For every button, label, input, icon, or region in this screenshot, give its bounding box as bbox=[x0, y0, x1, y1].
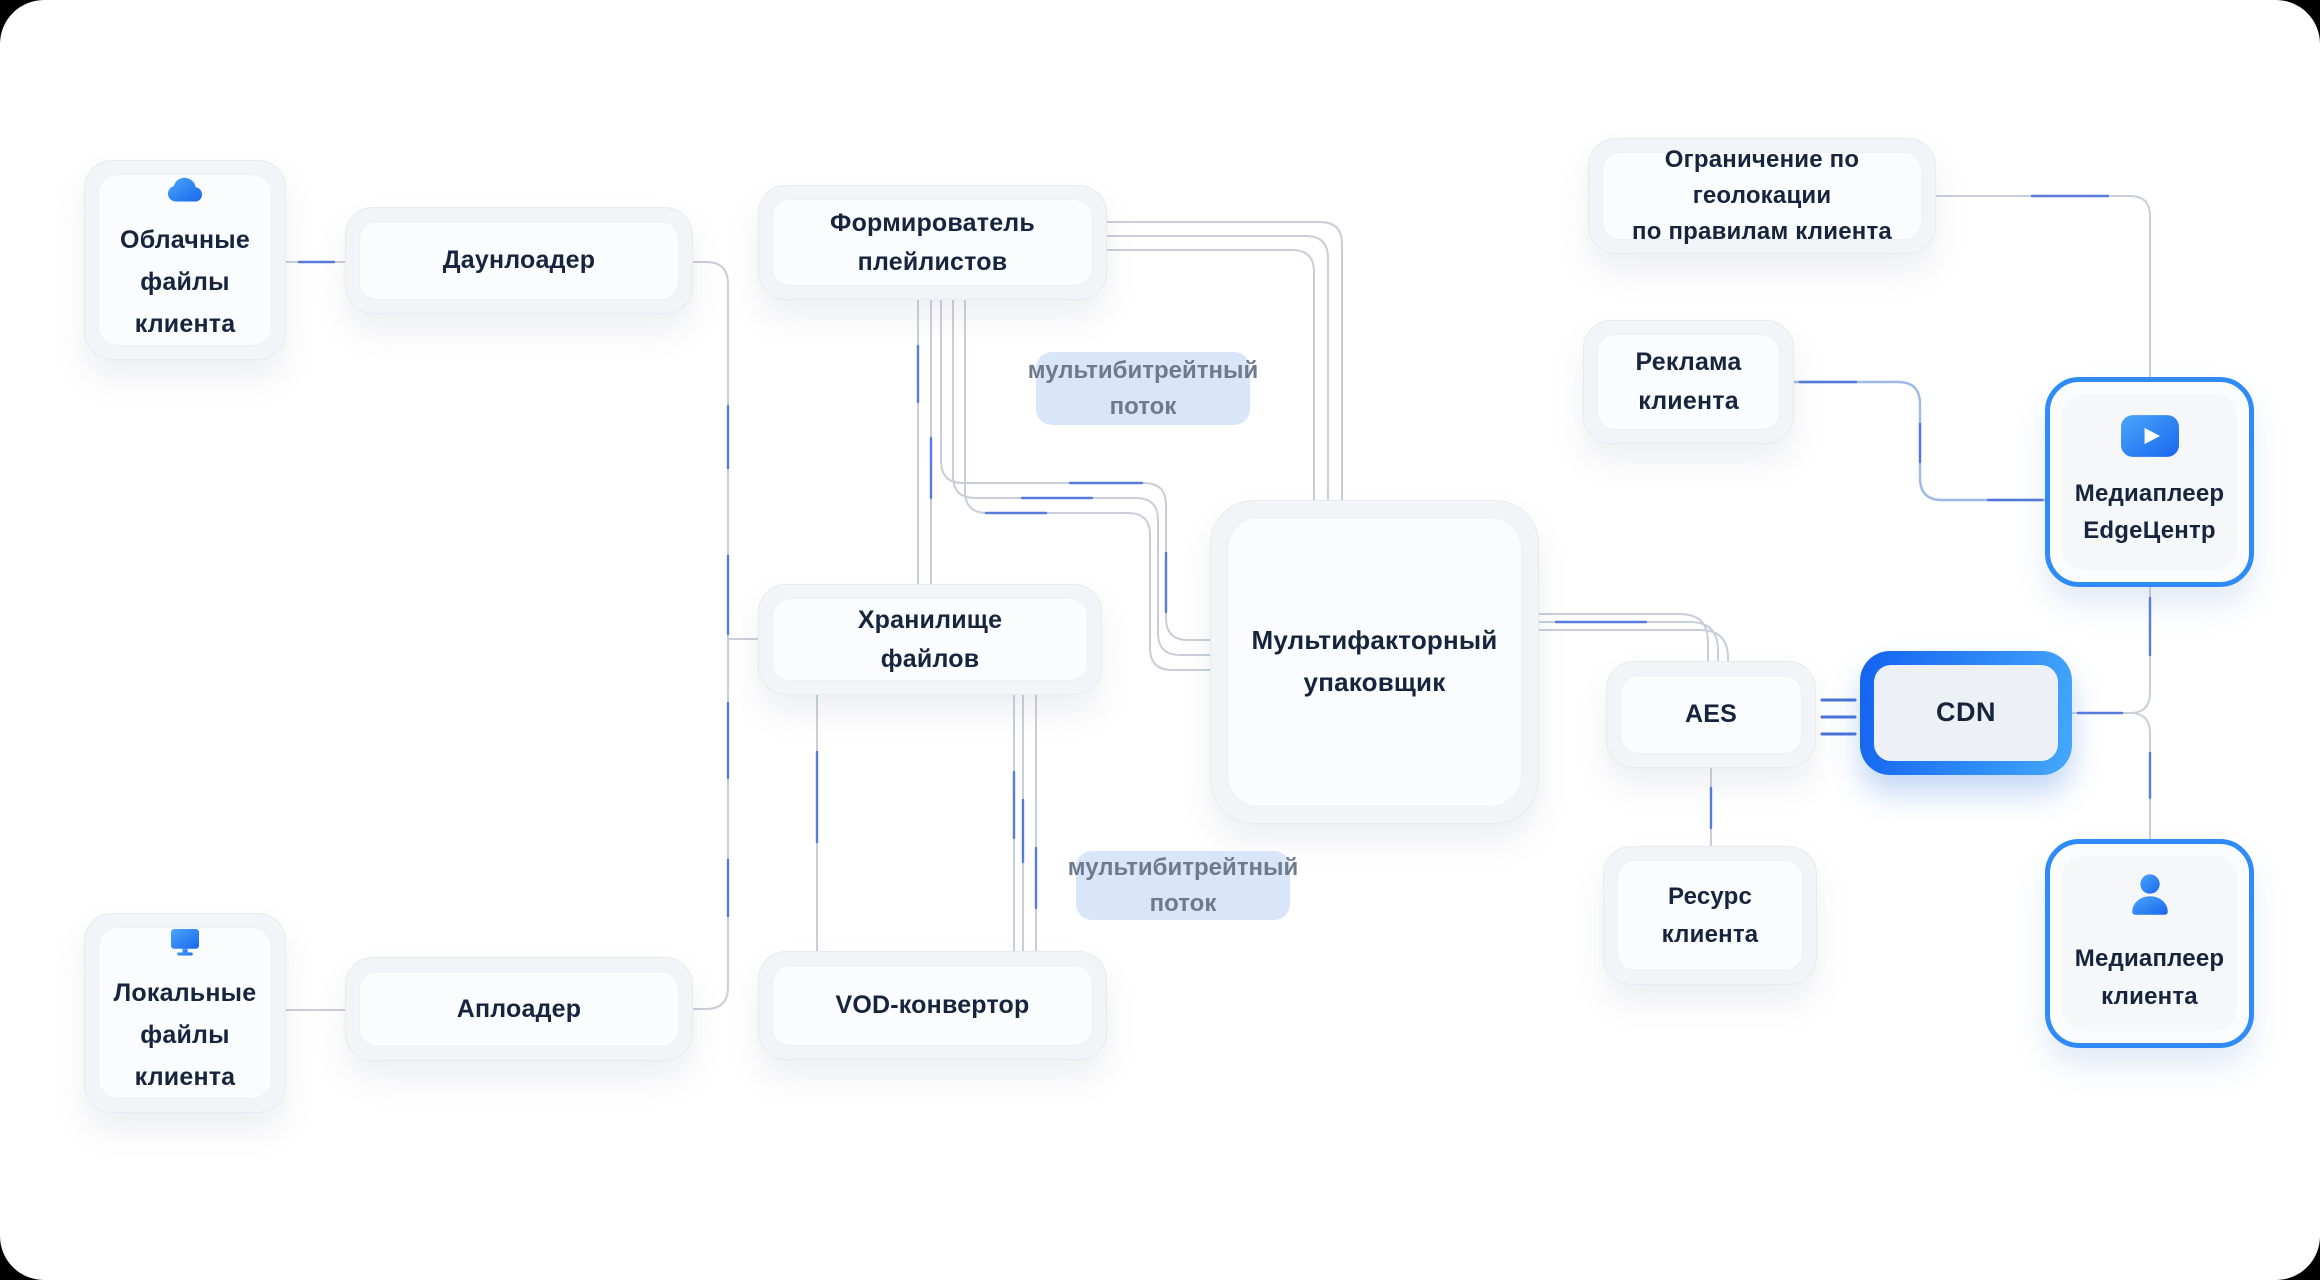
node-vod-converter-body: VOD-конвертор bbox=[772, 965, 1093, 1046]
node-label: VOD-конвертор bbox=[835, 991, 1030, 1020]
monitor-icon bbox=[171, 929, 199, 956]
node-downloader-body: Даунлоадер bbox=[359, 221, 679, 300]
node-label: Ограничение по геолокации по правилам кл… bbox=[1632, 146, 1892, 245]
node-label: Локальные файлы клиента bbox=[113, 979, 257, 1091]
node-downloader: Даунлоадер bbox=[345, 207, 693, 314]
node-client-ads-body: Реклама клиента bbox=[1597, 334, 1780, 430]
node-aes: AES bbox=[1606, 661, 1816, 768]
node-uploader: Аплоадер bbox=[345, 957, 693, 1061]
node-geo-restriction: Ограничение по геолокации по правилам кл… bbox=[1588, 138, 1936, 254]
play-icon bbox=[2120, 414, 2179, 457]
node-client-resource-body: Ресурс клиента bbox=[1617, 860, 1803, 971]
node-label: Хранилище файлов bbox=[857, 605, 1003, 673]
node-aes-body: AES bbox=[1620, 675, 1802, 754]
node-label: Мультифакторный упаковщик bbox=[1251, 625, 1498, 697]
node-edge-player: Медиаплеер EdgeЦентр bbox=[2045, 377, 2254, 587]
node-label: AES bbox=[1684, 700, 1737, 729]
cloud-icon bbox=[167, 177, 203, 202]
node-client-player: Медиаплеер клиента bbox=[2045, 839, 2254, 1048]
node-client-resource: Ресурс клиента bbox=[1603, 846, 1817, 985]
node-file-storage-body: Хранилище файлов bbox=[772, 598, 1088, 681]
annotation-multibitrate-bottom: мультибитрейтный поток bbox=[1068, 851, 1298, 920]
node-cloud-files-body: Облачные файлы клиента bbox=[98, 174, 272, 346]
node-cloud-files: Облачные файлы клиента bbox=[84, 160, 286, 360]
node-label: Аплоадер bbox=[456, 994, 582, 1023]
node-label: Реклама клиента bbox=[1635, 348, 1742, 415]
node-label: Формирователь плейлистов bbox=[830, 208, 1035, 276]
node-geo-restriction-body: Ограничение по геолокации по правилам кл… bbox=[1602, 146, 1922, 245]
node-packager-body: Мультифакторный упаковщик bbox=[1227, 517, 1522, 807]
annotation-multibitrate-top: мультибитрейтный поток bbox=[1028, 352, 1258, 425]
node-local-files: Локальные файлы клиента bbox=[84, 913, 286, 1113]
node-label: Облачные файлы клиента bbox=[120, 226, 250, 338]
node-label: Ресурс клиента bbox=[1661, 883, 1759, 948]
node-label: Даунлоадер bbox=[442, 246, 596, 275]
person-icon bbox=[2131, 874, 2168, 916]
node-cdn-body: CDN bbox=[1874, 665, 2058, 761]
annotation-label: мультибитрейтный поток bbox=[1067, 853, 1299, 917]
annotation-label: мультибитрейтный поток bbox=[1027, 356, 1259, 420]
node-cdn: CDN bbox=[1860, 651, 2072, 775]
node-packager: Мультифакторный упаковщик bbox=[1210, 500, 1539, 824]
node-label: Медиаплеер EdgeЦентр bbox=[2074, 479, 2225, 544]
node-file-storage: Хранилище файлов bbox=[758, 584, 1102, 695]
node-uploader-body: Аплоадер bbox=[359, 971, 679, 1047]
node-local-files-body: Локальные файлы клиента bbox=[98, 927, 272, 1099]
node-label: CDN bbox=[1936, 697, 1996, 728]
node-playlist-former: Формирователь плейлистов bbox=[758, 185, 1107, 300]
node-client-player-body: Медиаплеер клиента bbox=[2062, 856, 2237, 1031]
node-client-ads: Реклама клиента bbox=[1583, 320, 1794, 444]
node-vod-converter: VOD-конвертор bbox=[758, 951, 1107, 1060]
node-label: Медиаплеер клиента bbox=[2074, 945, 2225, 1010]
node-playlist-former-body: Формирователь плейлистов bbox=[772, 199, 1093, 286]
node-edge-player-body: Медиаплеер EdgeЦентр bbox=[2062, 394, 2237, 570]
